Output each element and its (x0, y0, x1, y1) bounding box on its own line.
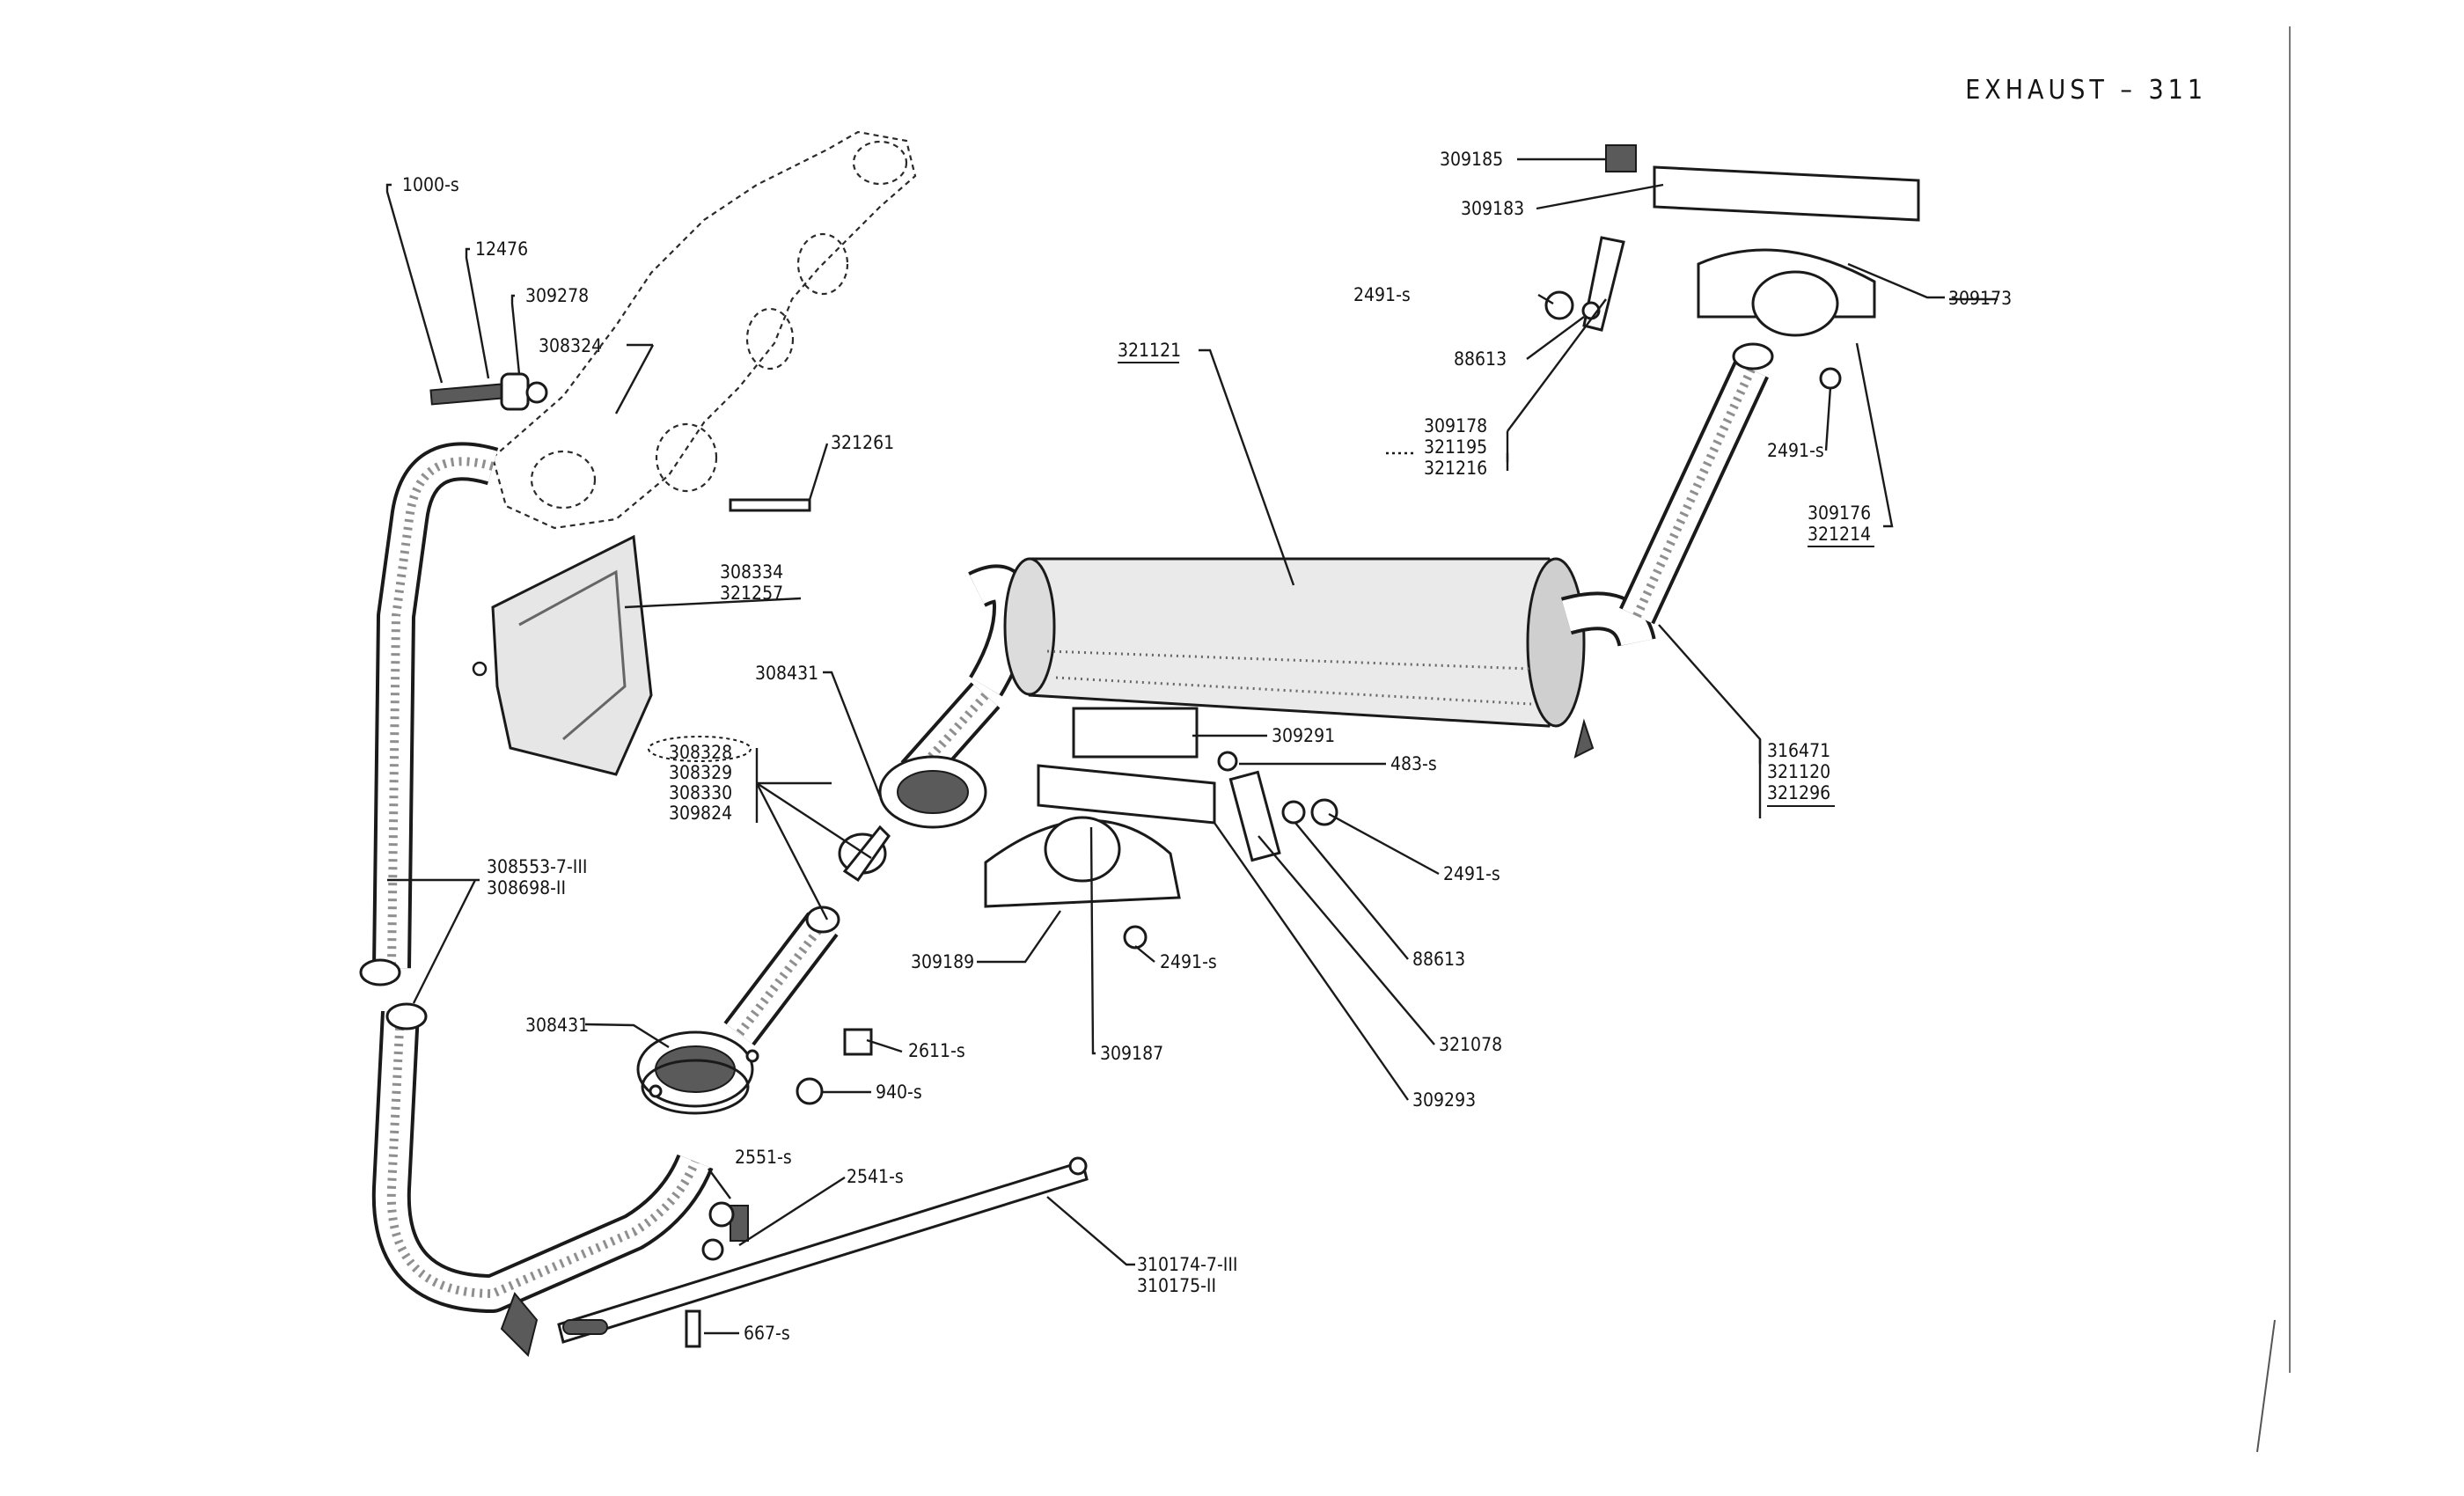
label-667s: 667-s (744, 1323, 790, 1344)
label-309178: 309178 (1424, 415, 1487, 436)
label-316471: 316471 (1767, 740, 1830, 761)
circle-mark-308328 (648, 736, 752, 762)
lower-flange (636, 1030, 759, 1115)
label-309173: 309173 (1948, 288, 2012, 309)
label-309183: 309183 (1461, 198, 1524, 219)
label-2491s-top: 2491-s (1353, 284, 1411, 305)
label-309187: 309187 (1100, 1043, 1163, 1064)
label-2491s-mid: 2491-s (1443, 863, 1500, 884)
page-header: EXHAUST – 311 (1965, 75, 2207, 106)
label-308330: 308330 (669, 782, 732, 803)
support-strap (557, 1156, 1089, 1344)
label-310174: 310174-7-III (1137, 1254, 1237, 1275)
label-309176: 309176 (1808, 502, 1871, 524)
center-bracket-assembly (984, 707, 1281, 908)
exhaust-manifold-outline (491, 130, 917, 530)
label-308329: 308329 (669, 762, 732, 783)
label-321195: 321195 (1424, 436, 1487, 458)
label-321078: 321078 (1439, 1034, 1502, 1055)
label-308334: 308334 (720, 561, 783, 583)
label-1000s: 1000-s (402, 174, 459, 195)
label-321216: 321216 (1424, 458, 1487, 479)
label-309189: 309189 (911, 951, 974, 972)
label-2611s: 2611-s (908, 1040, 965, 1061)
label-310175: 310175-II (1137, 1275, 1216, 1296)
label-309291: 309291 (1272, 725, 1335, 746)
leader-lines (385, 158, 1998, 1335)
muffler (1003, 557, 1656, 759)
label-308328: 308328 (669, 742, 732, 763)
label-308698: 308698-II (487, 877, 566, 898)
label-309278: 309278 (525, 285, 589, 306)
tailpipe (1619, 342, 1774, 625)
label-321261: 321261 (831, 432, 894, 453)
label-2491s-right: 2491-s (1767, 440, 1824, 461)
label-321257: 321257 (720, 583, 783, 604)
label-483s: 483-s (1390, 753, 1437, 774)
label-2541s: 2541-s (847, 1166, 904, 1187)
label-940s: 940-s (876, 1082, 922, 1103)
label-2491s-low: 2491-s (1160, 951, 1217, 972)
label-309824: 309824 (669, 803, 732, 824)
label-309185: 309185 (1440, 149, 1503, 170)
scan-mark (2256, 1319, 2276, 1453)
label-2551s: 2551-s (735, 1147, 792, 1168)
label-321120: 321120 (1767, 761, 1830, 782)
fasteners (429, 372, 1338, 1348)
label-321121: 321121 (1118, 340, 1181, 361)
heat-shield-plate (472, 534, 653, 776)
top-bracket-assembly (1544, 144, 1920, 390)
label-12476: 12476 (475, 238, 528, 260)
label-88613-mid: 88613 (1412, 949, 1465, 970)
label-321296: 321296 (1767, 782, 1830, 803)
label-308553: 308553-7-III (487, 856, 587, 877)
label-308431-upper: 308431 (755, 663, 818, 684)
label-308324: 308324 (539, 335, 602, 356)
upper-flange-elbow (838, 564, 1031, 883)
callout-labels: 1000-s 12476 309278 308324 321261 308334… (402, 149, 2012, 1344)
intermediate-pipe (723, 906, 840, 1046)
label-321214: 321214 (1808, 524, 1871, 545)
front-exhaust-pipe (359, 442, 714, 1357)
label-308431-lower: 308431 (525, 1015, 589, 1036)
label-309293: 309293 (1412, 1089, 1476, 1111)
label-88613-top: 88613 (1454, 348, 1507, 370)
